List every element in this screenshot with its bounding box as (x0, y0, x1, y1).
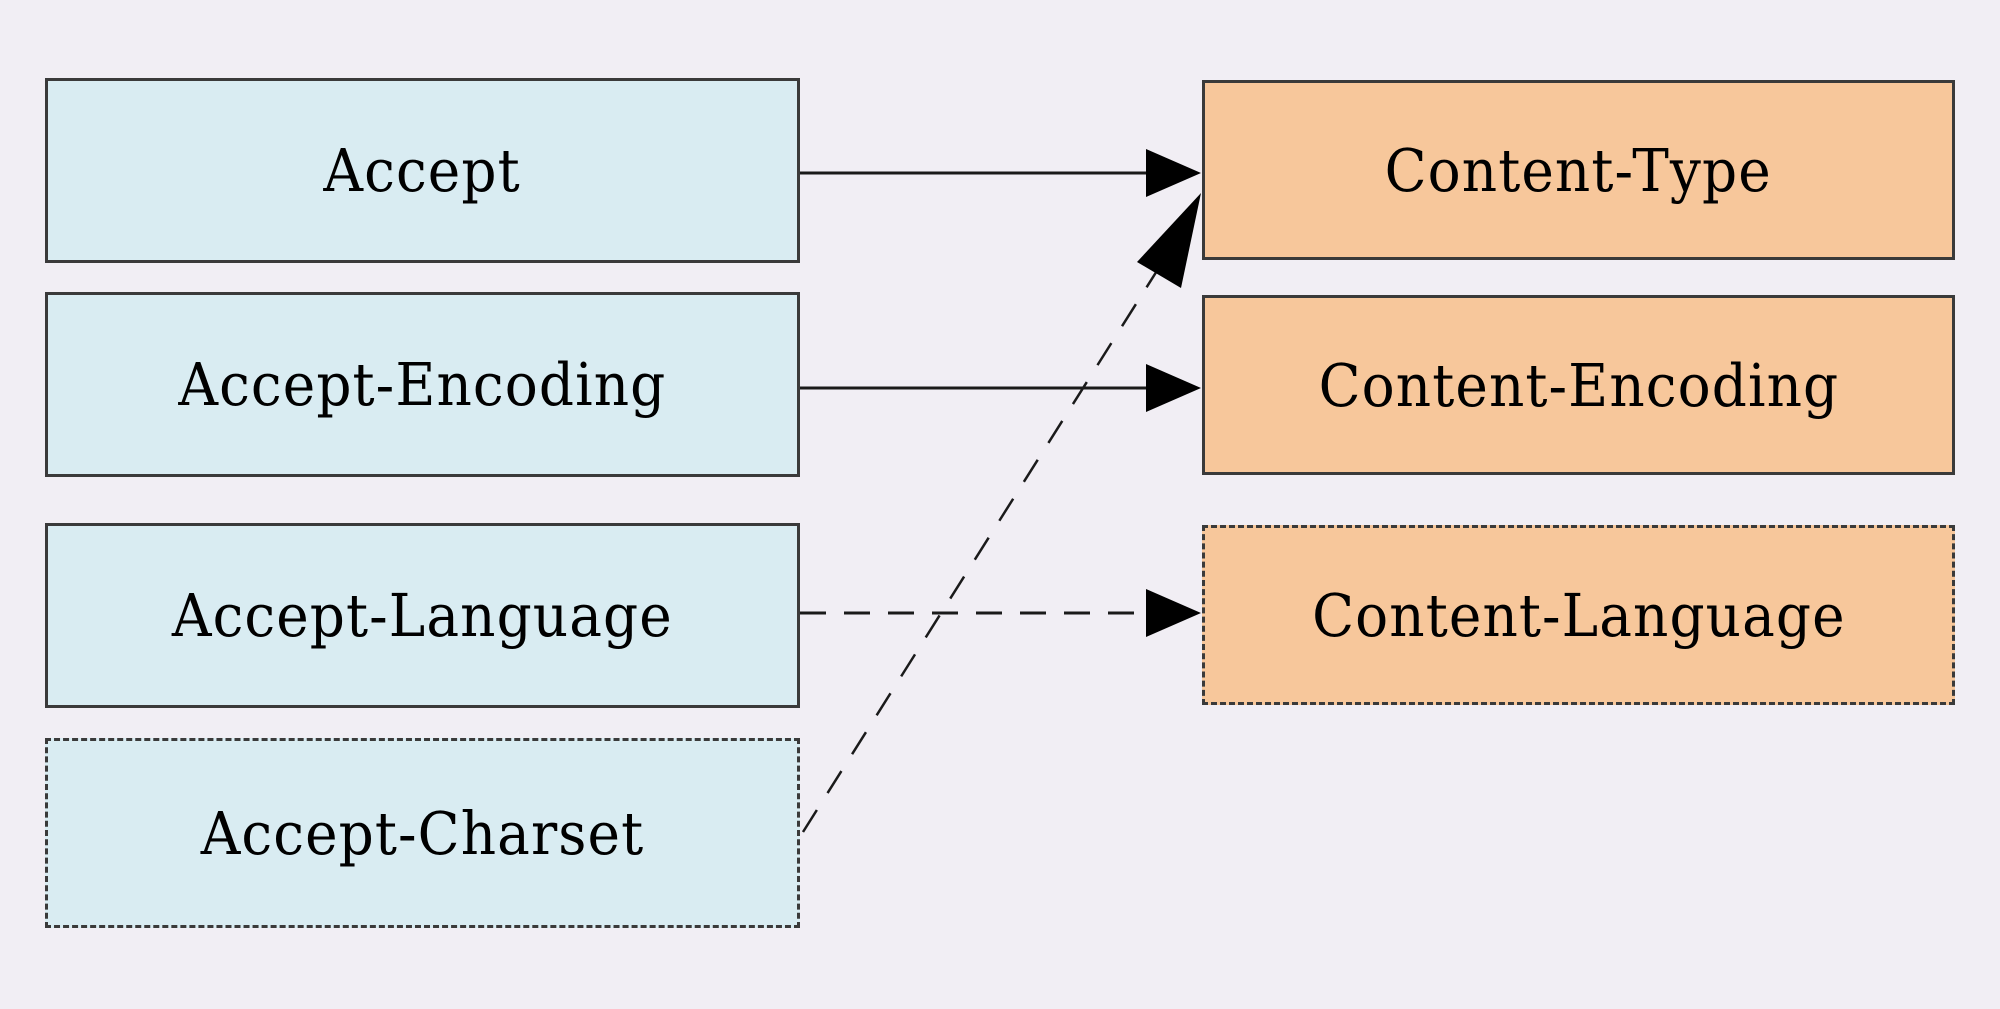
edge-accept-charset-to-content-type (801, 193, 1201, 833)
node-content-language-label: Content-Language (1311, 580, 1846, 650)
edge-accept-encoding-to-content-encoding (800, 364, 1201, 412)
node-accept-encoding[interactable]: Accept-Encoding (45, 292, 800, 477)
node-accept-label: Accept (323, 136, 522, 205)
edge-accept-language-to-content-language (800, 589, 1201, 637)
node-content-encoding-label: Content-Encoding (1318, 350, 1839, 420)
node-accept[interactable]: Accept (45, 78, 800, 263)
edge-accept-to-content-type (800, 149, 1201, 197)
node-accept-charset-label: Accept-Charset (200, 798, 645, 868)
node-accept-language-label: Accept-Language (171, 581, 674, 650)
node-accept-language[interactable]: Accept-Language (45, 523, 800, 708)
node-accept-charset[interactable]: Accept-Charset (45, 738, 800, 928)
node-accept-encoding-label: Accept-Encoding (178, 350, 667, 419)
node-content-language[interactable]: Content-Language (1202, 525, 1955, 705)
node-content-type-label: Content-Type (1384, 135, 1773, 205)
node-content-encoding[interactable]: Content-Encoding (1202, 295, 1955, 475)
node-content-type[interactable]: Content-Type (1202, 80, 1955, 260)
